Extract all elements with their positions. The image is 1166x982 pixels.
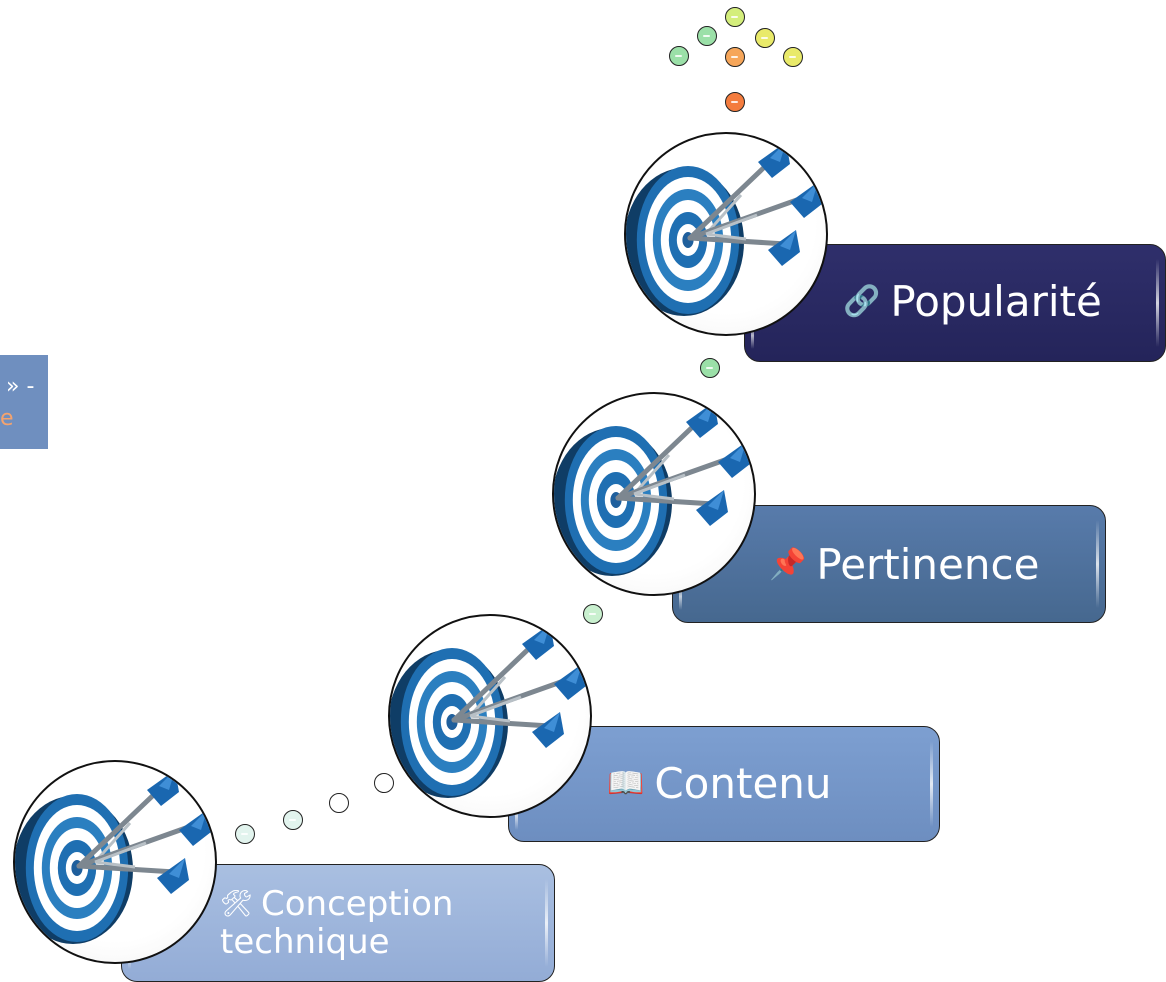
dot <box>725 47 745 67</box>
dot <box>697 26 717 46</box>
tools-icon: 🛠 <box>220 889 254 919</box>
link-icon: 🔗 <box>843 283 881 319</box>
bullseye-with-darts-icon <box>13 760 217 964</box>
step-pertinence-label: Pertinence <box>816 540 1040 589</box>
dot <box>583 604 603 624</box>
step-popularite-label: Popularité <box>890 277 1102 326</box>
open-book-icon: 📖 <box>607 765 645 801</box>
dot <box>374 773 394 793</box>
bullseye-with-darts-icon <box>624 132 828 336</box>
side-fragment-line2: e <box>0 406 14 431</box>
pushpin-icon: 📌 <box>769 546 807 582</box>
dot <box>700 358 720 378</box>
step-conception-label-line1: Conception <box>261 884 454 924</box>
side-fragment-line1: » - <box>6 374 35 399</box>
step-contenu: 📖 Contenu <box>508 726 940 842</box>
dot <box>725 92 745 112</box>
dot <box>725 7 745 27</box>
dot <box>755 28 775 48</box>
bullseye-with-darts-icon <box>388 614 592 818</box>
dot <box>329 793 349 813</box>
side-fragment: » - e <box>0 355 48 449</box>
step-popularite: 🔗 Popularité <box>744 244 1166 362</box>
bullseye-with-darts-icon <box>552 392 756 596</box>
step-contenu-label: Contenu <box>654 759 832 808</box>
step-conception-label-line2: technique <box>220 922 390 962</box>
dot <box>669 46 689 66</box>
dot <box>783 47 803 67</box>
dot <box>283 810 303 830</box>
dot <box>235 824 255 844</box>
